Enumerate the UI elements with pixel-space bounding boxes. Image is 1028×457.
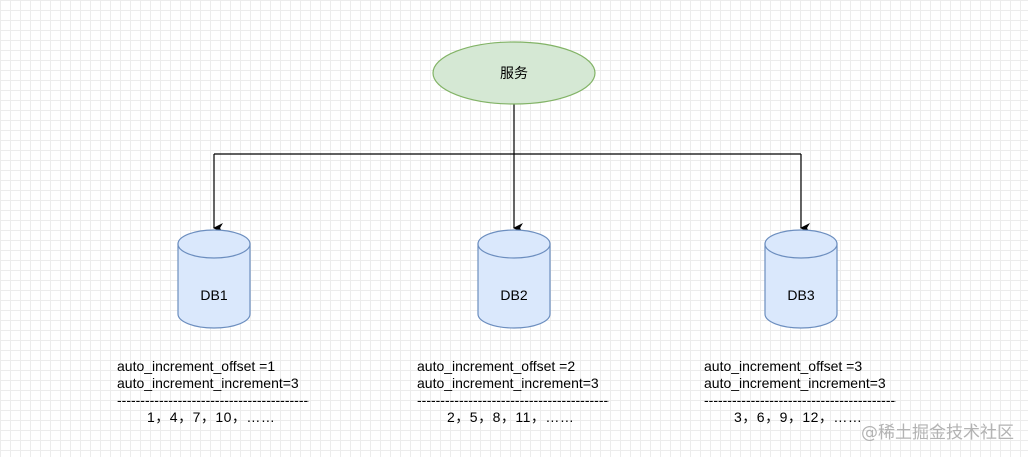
db2-cylinder-top: [477, 229, 551, 259]
service-ellipse: [432, 41, 596, 105]
db2-increment-line: auto_increment_increment=3: [417, 375, 599, 391]
db2-label: DB2: [500, 287, 527, 303]
db2-node: DB2: [477, 229, 551, 329]
db3-increment-line: auto_increment_increment=3: [704, 375, 886, 391]
db1-sequence: 1，4，7，10，……: [147, 409, 276, 425]
db3-cylinder: [764, 243, 838, 329]
db1-offset-line: auto_increment_offset =1: [117, 358, 276, 374]
db3-separator: ----------------------------------------…: [704, 392, 896, 408]
db3-label: DB3: [787, 287, 814, 303]
db1-node: DB1: [177, 229, 251, 329]
db3-sequence: 3，6，9，12，……: [734, 409, 863, 425]
db1-increment-line: auto_increment_increment=3: [117, 375, 299, 391]
db2-sequence: 2，5，8，11，……: [447, 409, 575, 425]
watermark: @稀土掘金技术社区: [861, 423, 1014, 443]
db3-node: DB3: [764, 229, 838, 329]
db2-offset-line: auto_increment_offset =2: [417, 358, 576, 374]
db1-cylinder-top: [177, 229, 251, 259]
db2-cylinder: [477, 243, 551, 329]
db1-separator: ----------------------------------------…: [117, 392, 309, 408]
db1-config-note: auto_increment_offset =1 auto_increment_…: [117, 358, 309, 426]
service-label: 服务: [500, 65, 528, 81]
db1-cylinder: [177, 243, 251, 329]
db3-offset-line: auto_increment_offset =3: [704, 358, 863, 374]
db3-config-note: auto_increment_offset =3 auto_increment_…: [704, 358, 896, 426]
db3-cylinder-top: [764, 229, 838, 259]
db2-separator: ----------------------------------------…: [417, 392, 609, 408]
connectors: [213, 104, 810, 233]
db1-label: DB1: [200, 287, 227, 303]
db2-config-note: auto_increment_offset =2 auto_increment_…: [417, 358, 609, 426]
service-node: 服务: [432, 41, 596, 105]
